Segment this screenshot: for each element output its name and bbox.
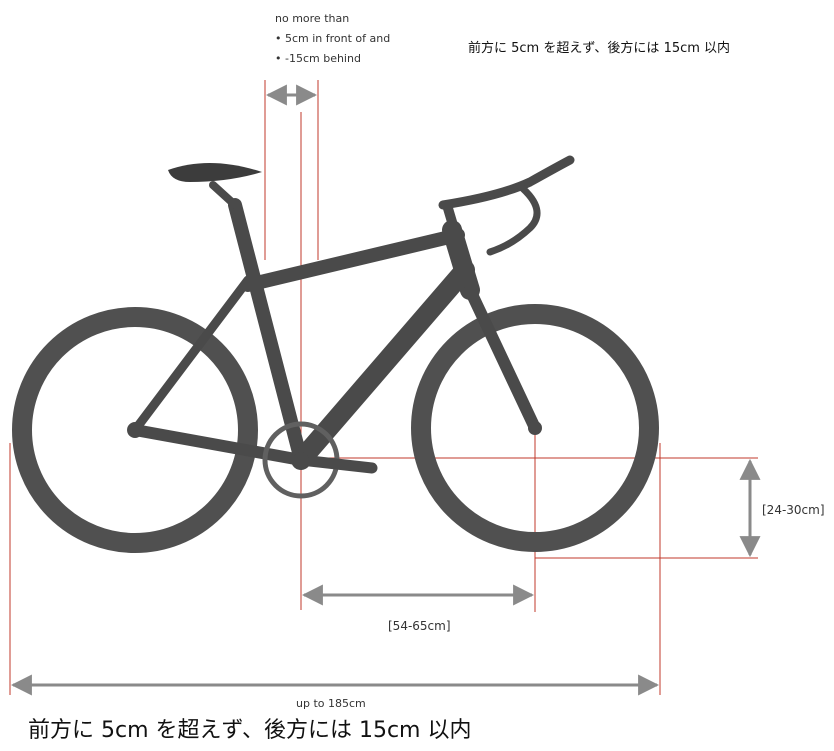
dimension-arrows bbox=[10, 84, 761, 696]
bb-height-label: [24-30cm] bbox=[762, 503, 825, 517]
setback-note-heading: no more than bbox=[275, 12, 349, 25]
stem bbox=[442, 200, 460, 237]
handlebar-drop bbox=[486, 182, 541, 256]
head-tube bbox=[442, 220, 480, 300]
front-center-label: [54-65cm] bbox=[388, 619, 451, 633]
bottom-bracket bbox=[293, 452, 309, 468]
seat-stay bbox=[130, 275, 253, 435]
rear-hub bbox=[127, 422, 143, 438]
fork bbox=[464, 284, 541, 434]
down-tube bbox=[291, 260, 475, 470]
crank-arm bbox=[295, 454, 378, 474]
japanese-setback-note: 前方に 5cm を超えず、後方には 15cm 以内 bbox=[468, 40, 730, 56]
front-hub bbox=[528, 421, 542, 435]
handlebar-top bbox=[438, 155, 575, 210]
seat-post bbox=[209, 181, 239, 209]
setback-note-front: • 5cm in front of and bbox=[275, 32, 390, 45]
overall-length-label: up to 185cm bbox=[296, 697, 366, 710]
setback-note-behind: • -15cm behind bbox=[275, 52, 361, 65]
top-tube bbox=[241, 228, 465, 292]
front-tire bbox=[411, 304, 659, 552]
saddle bbox=[168, 162, 262, 182]
bicycle bbox=[12, 155, 659, 553]
guide-lines bbox=[9, 80, 758, 695]
chain-stay bbox=[129, 424, 307, 466]
bike-frame bbox=[129, 155, 575, 470]
rear-tire bbox=[12, 307, 258, 553]
seat-tube bbox=[228, 198, 308, 467]
caption: 前方に 5cm を超えず、後方には 15cm 以内 bbox=[28, 718, 472, 743]
